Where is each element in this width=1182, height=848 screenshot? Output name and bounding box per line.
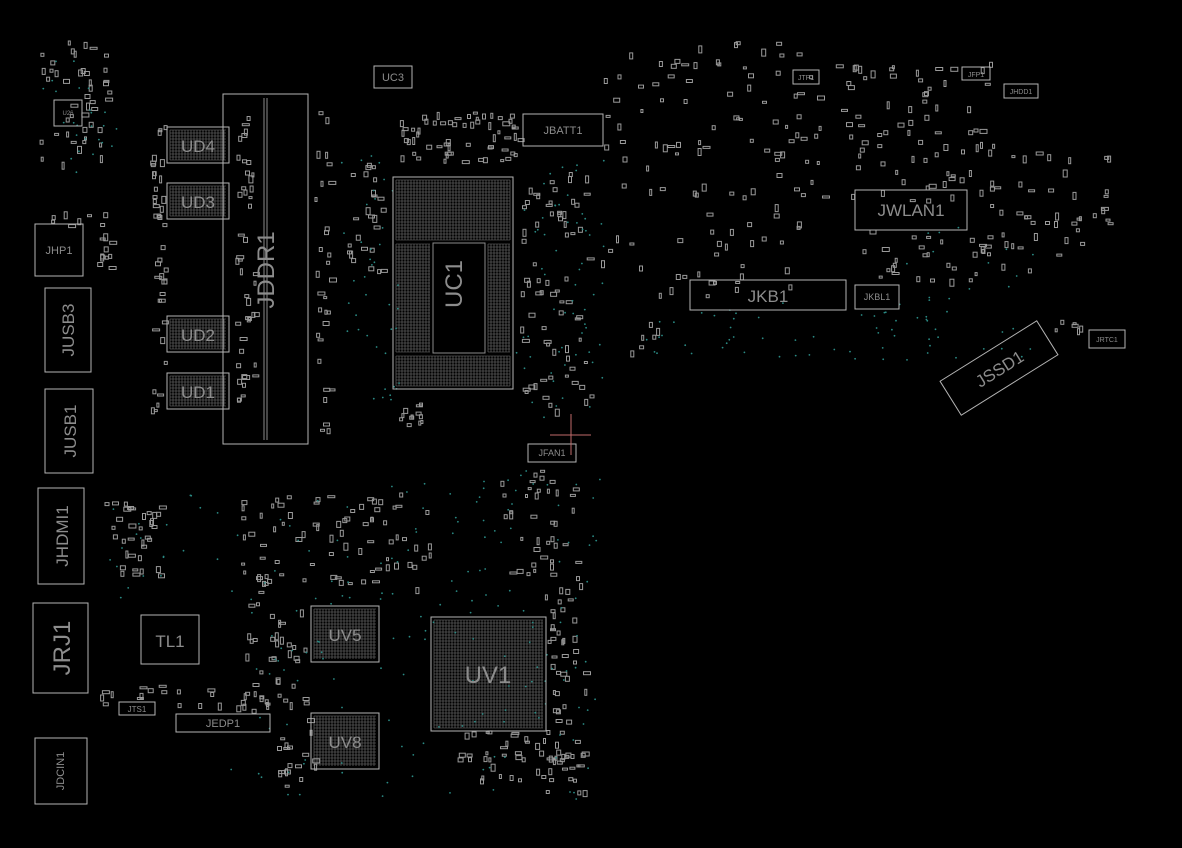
jhdd1-connector[interactable]: JHDD1 xyxy=(1003,83,1039,99)
svg-text:JUSB3: JUSB3 xyxy=(59,304,78,357)
jrtc1-connector[interactable]: JRTC1 xyxy=(1088,329,1126,349)
svg-text:JEDP1: JEDP1 xyxy=(206,718,240,730)
svg-text:UD2: UD2 xyxy=(181,326,215,345)
jusb1-connector[interactable]: JUSB1 xyxy=(44,388,94,474)
svg-text:UC3: UC3 xyxy=(382,72,404,84)
jrj1-connector[interactable]: JRJ1 xyxy=(32,602,89,694)
jbatt1-connector[interactable]: JBATT1 xyxy=(522,113,604,147)
svg-text:JFP1: JFP1 xyxy=(968,72,984,79)
svg-text:JHDD1: JHDD1 xyxy=(1010,89,1033,96)
uv8-chip[interactable]: UV8 xyxy=(310,712,380,770)
jts1-connector[interactable]: JTS1 xyxy=(118,701,156,716)
svg-text:JHP1: JHP1 xyxy=(46,245,73,257)
jdcin1-connector[interactable]: JDCIN1 xyxy=(34,737,88,805)
svg-text:JFAN1: JFAN1 xyxy=(538,448,565,458)
uv5-chip[interactable]: UV5 xyxy=(310,605,380,663)
svg-text:JDCIN1: JDCIN1 xyxy=(55,752,67,791)
svg-text:JDDR1: JDDR1 xyxy=(253,231,280,308)
svg-text:JWLAN1: JWLAN1 xyxy=(877,201,944,220)
svg-text:JUSB1: JUSB1 xyxy=(61,405,80,458)
svg-text:UV1: UV1 xyxy=(465,662,512,689)
jfp1-connector[interactable]: JFP1 xyxy=(961,66,991,81)
svg-text:JTP1: JTP1 xyxy=(798,75,814,82)
jwlan1-connector[interactable]: JWLAN1 xyxy=(854,189,968,231)
svg-text:U26: U26 xyxy=(62,111,74,117)
ud1-chip[interactable]: UD1 xyxy=(166,372,230,410)
svg-text:JRTC1: JRTC1 xyxy=(1096,337,1118,344)
uv1-gpu[interactable]: UV1 xyxy=(430,616,547,732)
jusb3-connector[interactable]: JUSB3 xyxy=(44,287,92,373)
ud3-chip[interactable]: UD3 xyxy=(166,182,230,220)
tl1-transformer[interactable]: TL1 xyxy=(140,614,200,665)
jhp1-connector[interactable]: JHP1 xyxy=(34,223,84,277)
u26-chip[interactable]: U26 xyxy=(53,99,83,127)
svg-text:JKBL1: JKBL1 xyxy=(864,292,891,302)
svg-text:UD4: UD4 xyxy=(181,137,215,156)
svg-text:UV8: UV8 xyxy=(328,733,361,752)
svg-text:JBATT1: JBATT1 xyxy=(544,125,583,137)
jssd1-connector[interactable]: JSSD1 xyxy=(939,320,1059,416)
passive-components xyxy=(39,40,1114,798)
cursor-crosshair xyxy=(550,414,591,455)
jfan1-connector[interactable]: JFAN1 xyxy=(527,443,577,463)
jedp1-connector[interactable]: JEDP1 xyxy=(175,713,271,733)
svg-text:JKB1: JKB1 xyxy=(748,287,789,306)
jddr1-slot[interactable]: JDDR1 xyxy=(222,93,309,445)
jkb1-connector[interactable]: JKB1 xyxy=(689,279,847,311)
uc1-cpu[interactable]: UC1 xyxy=(392,176,514,390)
svg-text:TL1: TL1 xyxy=(155,632,184,651)
bga-pad-grids xyxy=(169,129,543,766)
svg-text:UV5: UV5 xyxy=(328,626,361,645)
jtp1-connector[interactable]: JTP1 xyxy=(792,69,820,85)
svg-text:JTS1: JTS1 xyxy=(128,705,147,714)
svg-text:UD3: UD3 xyxy=(181,193,215,212)
svg-text:JHDMI1: JHDMI1 xyxy=(53,505,72,566)
jhdmi1-connector[interactable]: JHDMI1 xyxy=(37,487,85,585)
ud2-chip[interactable]: UD2 xyxy=(166,315,230,353)
svg-text:JSSD1: JSSD1 xyxy=(972,347,1027,391)
svg-text:UC1: UC1 xyxy=(441,260,468,308)
ud4-chip[interactable]: UD4 xyxy=(166,126,230,164)
svg-text:JRJ1: JRJ1 xyxy=(49,621,76,676)
jkbl1-connector[interactable]: JKBL1 xyxy=(854,284,900,310)
svg-text:UD1: UD1 xyxy=(181,383,215,402)
vias xyxy=(42,60,1034,800)
uc3-chip[interactable]: UC3 xyxy=(373,65,413,89)
